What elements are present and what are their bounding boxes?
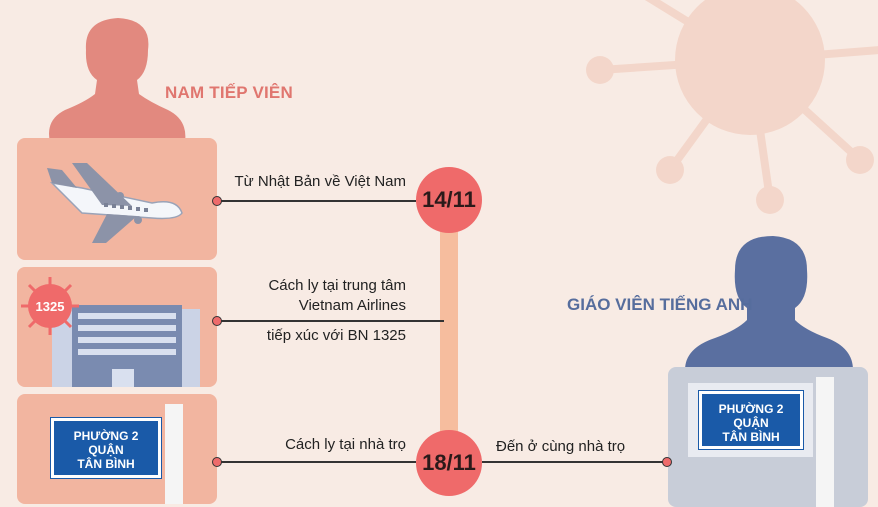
boarding-house-card: PHƯỜNG 2 QUẬN TÂN BÌNH — [17, 394, 217, 504]
connector-dot-1 — [212, 196, 222, 206]
connector-dot-3 — [212, 457, 222, 467]
airplane-card — [17, 138, 217, 260]
sign-post-right — [816, 377, 834, 507]
connector-line-1 — [216, 200, 416, 202]
virus-background-icon — [586, 0, 878, 214]
teacher-boarding-house-card: PHƯỜNG 2 QUẬN TÂN BÌNH — [668, 367, 868, 507]
quarantine-center-card: 1325 — [17, 267, 217, 387]
building-icon — [52, 305, 200, 387]
ward-sign-line3: TÂN BÌNH — [77, 457, 135, 471]
airplane-icon — [47, 163, 183, 243]
sign-post — [165, 404, 183, 504]
event-quarantine-center-line1: Cách ly tại trung tâm — [268, 277, 406, 294]
timeline-bar — [440, 220, 458, 450]
event-quarantine-boarding-house: Cách ly tại nhà trọ — [285, 436, 406, 453]
event-return-from-japan: Từ Nhật Bản về Việt Nam — [234, 173, 406, 190]
event-contact-patient: tiếp xúc với BN 1325 — [266, 327, 406, 344]
event-move-in-boarding-house: Đến ở cùng nhà trọ — [496, 438, 626, 455]
connector-line-3 — [216, 461, 416, 463]
ward-sign-line1: PHƯỜNG 2 — [73, 429, 139, 443]
event-quarantine-center-line2: Vietnam Airlines — [298, 297, 406, 314]
english-teacher-label: GIÁO VIÊN TIẾNG ANH — [567, 295, 753, 314]
ward-sign-right-line1: PHƯỜNG 2 — [718, 402, 784, 416]
virus-badge-icon — [21, 277, 79, 335]
connector-dot-2 — [212, 316, 222, 326]
ward-sign-right: PHƯỜNG 2 QUẬN TÂN BÌNH — [698, 390, 804, 450]
male-flight-attendant-silhouette-icon — [49, 18, 186, 142]
ward-sign: PHƯỜNG 2 QUẬN TÂN BÌNH — [50, 417, 162, 479]
male-flight-attendant-label: NAM TIẾP VIÊN — [165, 83, 293, 102]
connector-line-2 — [216, 320, 444, 322]
date-circle-1811: 18/11 — [416, 430, 482, 496]
ward-sign-line2: QUẬN — [88, 443, 124, 457]
ward-sign-right-line3: TÂN BÌNH — [722, 430, 780, 444]
connector-line-4 — [482, 461, 667, 463]
date-circle-1411: 14/11 — [416, 167, 482, 233]
english-teacher-silhouette-icon — [685, 236, 853, 370]
patient-number-badge: 1325 — [35, 299, 65, 314]
ward-sign-right-line2: QUẬN — [733, 416, 769, 430]
connector-dot-4 — [662, 457, 672, 467]
